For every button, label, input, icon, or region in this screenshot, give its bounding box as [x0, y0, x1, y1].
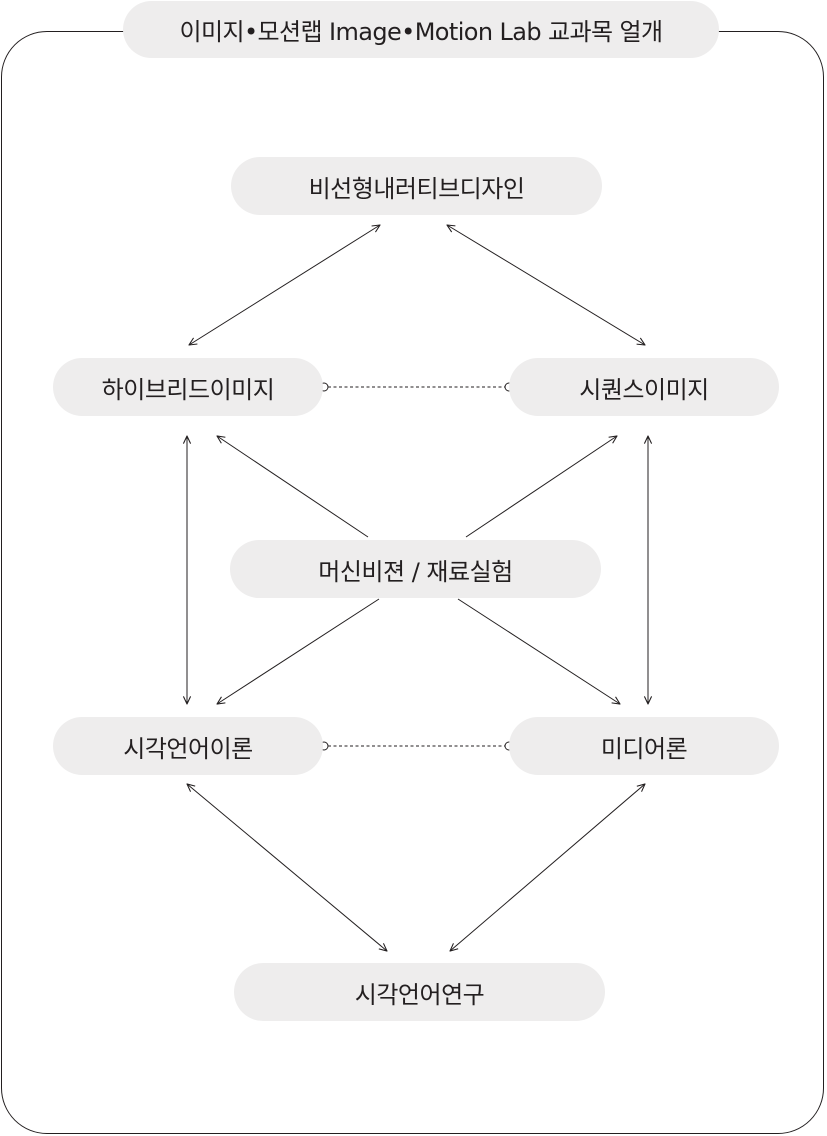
arrow-machine-hybrid	[217, 436, 369, 538]
arrow-visual-theory-research	[187, 784, 387, 951]
arrow-machine-media	[457, 598, 620, 704]
arrow-nonlinear-sequence	[447, 225, 645, 345]
arrow-machine-sequence	[465, 436, 617, 538]
diagram-title: 이미지•모션랩 Image•Motion Lab 교과목 얼개	[123, 1, 719, 58]
node-visual-language-theory: 시각언어이론	[53, 717, 323, 775]
node-nonlinear-narrative-design: 비선형내러티브디자인	[231, 157, 602, 215]
node-sequence-image: 시퀀스이미지	[509, 358, 779, 416]
node-visual-language-research: 시각언어연구	[234, 963, 605, 1021]
arrow-nonlinear-hybrid	[189, 225, 380, 345]
arrow-machine-visual-theory	[217, 598, 380, 704]
node-machine-vision-material-lab: 머신비젼 / 재료실험	[230, 540, 601, 598]
node-media-theory: 미디어론	[509, 717, 779, 775]
node-hybrid-image: 하이브리드이미지	[53, 358, 323, 416]
arrow-media-research	[450, 784, 645, 951]
